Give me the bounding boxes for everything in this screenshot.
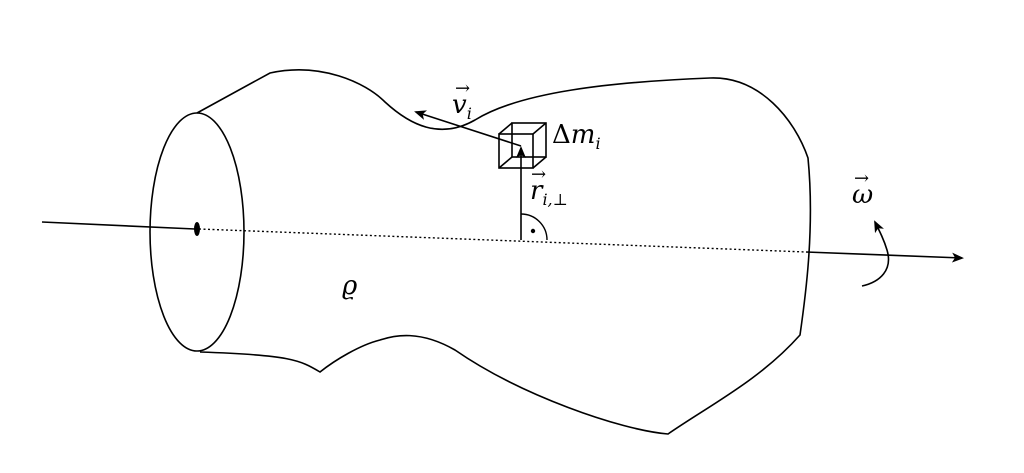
omega-symbol: ω: [852, 180, 874, 210]
right-angle-mark: [520, 213, 548, 241]
velocity-symbol: v: [452, 90, 467, 120]
mass-subscript: i: [595, 134, 601, 153]
axis-hole: [194, 222, 200, 236]
mass-symbol: m: [570, 120, 596, 150]
mass-label: Δmi: [552, 122, 601, 152]
velocity-label: →vi: [452, 78, 472, 123]
velocity-vector: [414, 110, 522, 147]
right-angle-dot: [530, 228, 536, 234]
velocity-subscript: i: [466, 104, 472, 123]
radius-label: →ri,⊥: [530, 164, 568, 209]
omega-label: →ω: [852, 168, 874, 210]
angular-velocity-arrow: [861, 220, 890, 287]
end-face-ellipse: [149, 112, 245, 352]
density-label: ϱ: [342, 271, 358, 301]
rotation-axis-left: [41, 221, 196, 230]
mass-delta: Δ: [552, 120, 571, 150]
mass-element-cube: [498, 122, 547, 169]
rotation-axis-right: [805, 251, 964, 263]
radius-symbol: r: [530, 176, 543, 206]
radius-subscript: i,⊥: [542, 190, 568, 209]
body-outline: [196, 69, 812, 435]
rotation-axis-hidden: [198, 228, 807, 253]
